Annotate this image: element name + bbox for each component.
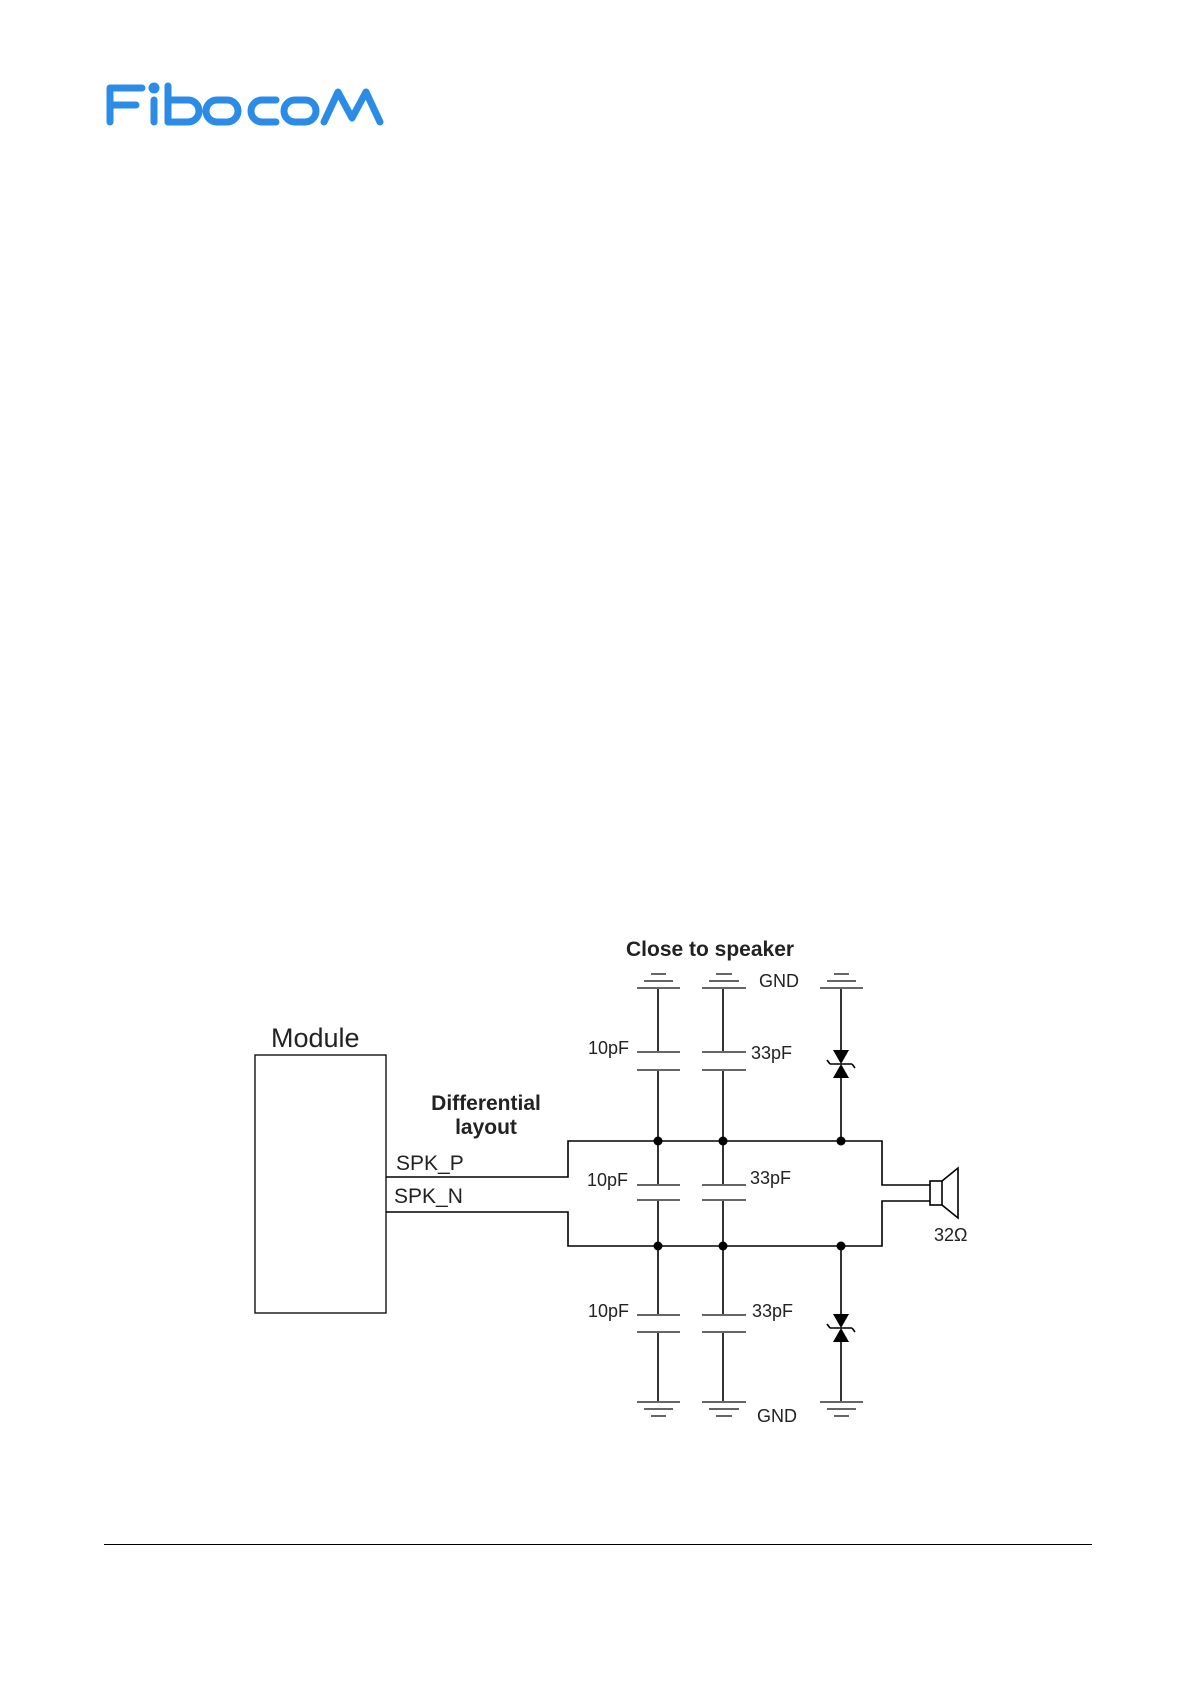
cap-33pf-mid-label: 33pF xyxy=(750,1168,791,1188)
cap-33pf-bottom-label: 33pF xyxy=(752,1301,793,1321)
ground-symbols-top xyxy=(637,974,863,988)
diagram-title: Close to speaker xyxy=(626,938,794,961)
footer-divider xyxy=(104,1544,1092,1545)
speaker-impedance-label: 32Ω xyxy=(934,1225,967,1245)
gnd-top-label: GND xyxy=(759,971,799,991)
module-label: Module xyxy=(271,1023,360,1053)
cap-10pf-bottom-label: 10pF xyxy=(588,1301,629,1321)
speaker-icon xyxy=(930,1168,958,1218)
cap-33pf-top-label: 33pF xyxy=(751,1043,792,1063)
differential-layout-label: Differential xyxy=(431,1092,541,1115)
capacitor-plates xyxy=(637,1052,746,1332)
cap-10pf-top-label: 10pF xyxy=(588,1038,629,1058)
tvs-diode-top xyxy=(827,1050,855,1078)
differential-layout-label-2: layout xyxy=(455,1116,517,1139)
gnd-bottom-label: GND xyxy=(757,1406,797,1426)
tvs-diode-bottom xyxy=(827,1314,855,1342)
module-box xyxy=(255,1055,386,1313)
ground-symbols-bottom xyxy=(637,1402,863,1416)
cap-10pf-mid-label: 10pF xyxy=(587,1170,628,1190)
spk-n-label: SPK_N xyxy=(394,1185,463,1208)
junction-dots xyxy=(654,1137,846,1251)
spk-p-label: SPK_P xyxy=(396,1152,464,1175)
component-lines xyxy=(658,988,841,1402)
